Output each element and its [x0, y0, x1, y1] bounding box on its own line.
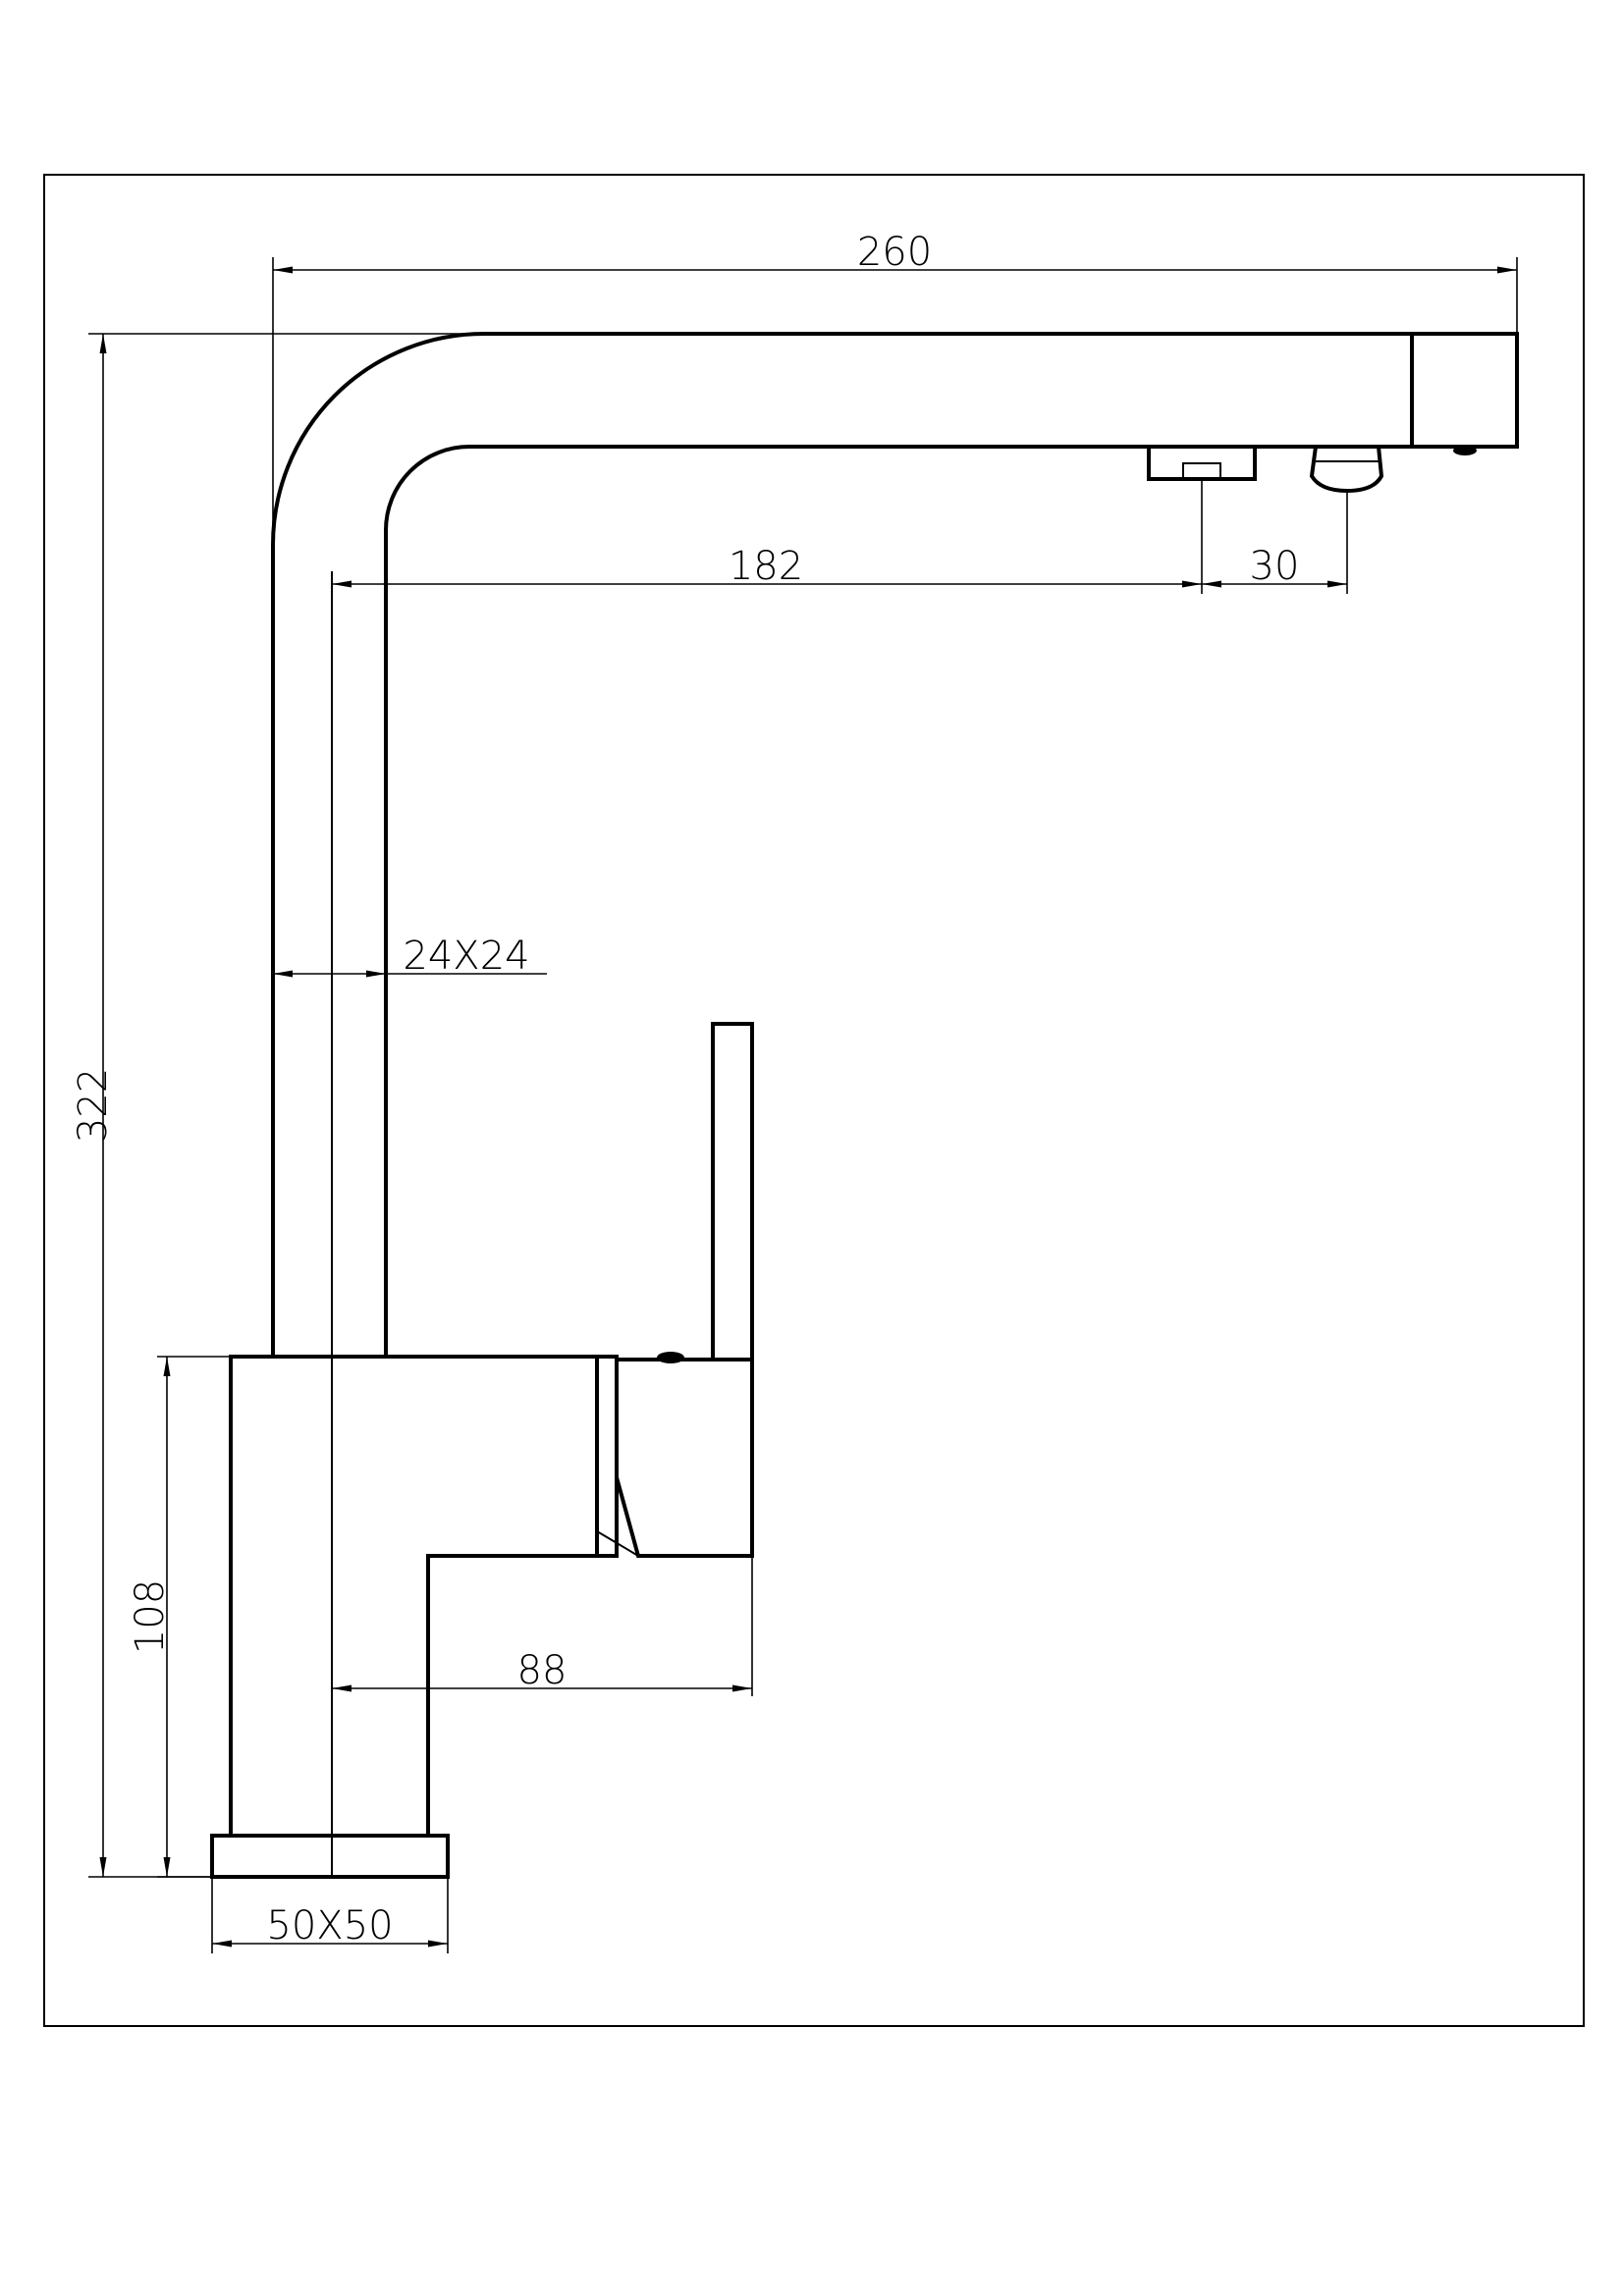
spout-end-button — [1453, 446, 1477, 455]
overall-width-label: 260 — [857, 230, 932, 275]
spout-section-label: 24X24 — [403, 934, 529, 979]
dimension-overall-height: 322 — [71, 333, 484, 1878]
body-height-label: 108 — [128, 1579, 173, 1654]
spout-inner-edge — [384, 445, 1412, 1357]
drawing-frame — [43, 174, 1585, 2027]
dimension-spout-section: 24X24 — [273, 934, 547, 979]
overall-height-label: 322 — [71, 1068, 116, 1143]
dimension-handle-reach: 88 — [332, 1556, 753, 1696]
base-plate — [210, 1834, 450, 1879]
outlet-reach-label: 182 — [729, 544, 803, 589]
faucet-outline — [210, 332, 1519, 1879]
aerator-outlet-primary — [1147, 447, 1257, 481]
outlet-spacing-label: 30 — [1250, 544, 1300, 589]
lever-handle — [596, 1022, 754, 1558]
faucet-body — [229, 1355, 599, 1838]
spout-end-cap — [1410, 332, 1519, 449]
aerator-outlet-secondary — [1309, 446, 1384, 494]
handle-screw — [657, 1352, 684, 1363]
dimension-body-height: 108 — [128, 1356, 231, 1878]
spout-outer-edge — [271, 332, 1517, 1357]
handle-reach-label: 88 — [517, 1648, 568, 1693]
dimension-outlet-reach: 182 — [332, 479, 1348, 594]
dimension-outlet-spacing: 30 — [1202, 544, 1347, 589]
base-section-label: 50X50 — [266, 1903, 393, 1949]
dimension-overall-width: 260 — [272, 230, 1518, 545]
dimension-base-section: 50X50 — [211, 1877, 449, 1953]
